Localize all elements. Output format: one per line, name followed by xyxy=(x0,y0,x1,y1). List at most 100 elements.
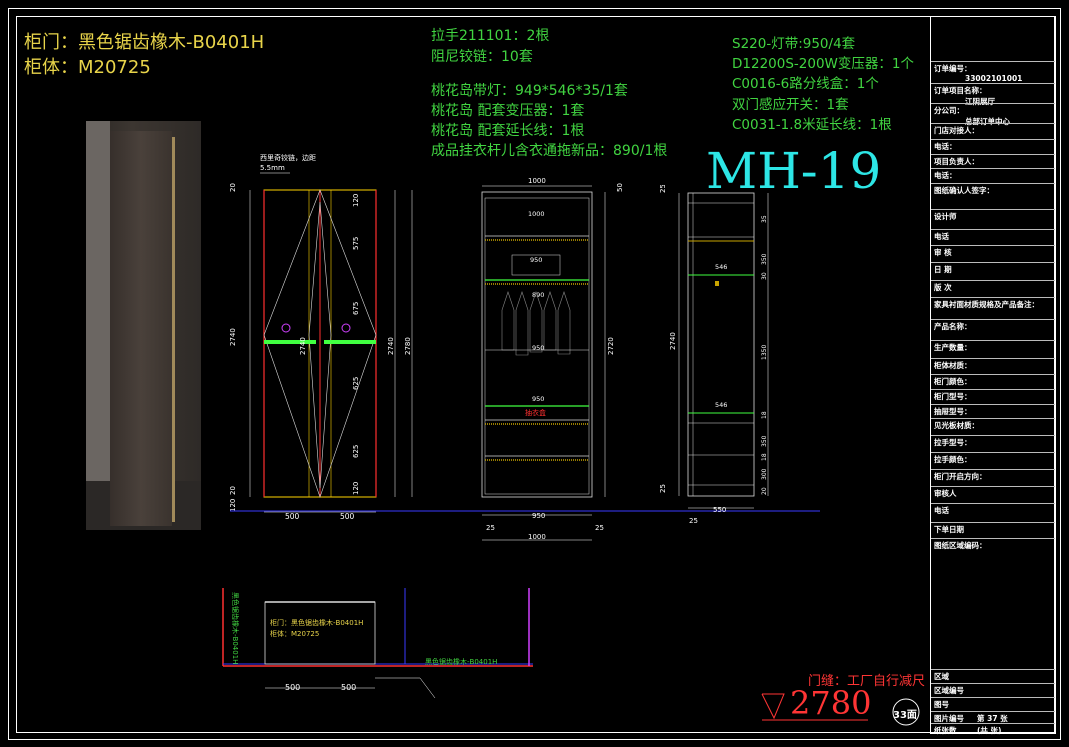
title-row-label: 产品名称： xyxy=(934,322,972,331)
title-row: 分公司：总部订单中心 xyxy=(931,103,1055,126)
title-row: 柜体材质： xyxy=(931,358,1055,373)
page-badge-label: 33面 xyxy=(893,710,917,721)
front-dim-r3: 625 xyxy=(352,377,360,390)
note-light-2: 桃花岛 配套变压器：1套 xyxy=(431,103,585,119)
title-row-label: 订单项目名称： xyxy=(934,86,987,95)
title-row: 柜门型号： xyxy=(931,389,1055,404)
title-bottom-value: 第 37 张 xyxy=(977,714,1008,723)
title-row: 家具衬面材质规格及产品备注： xyxy=(931,297,1055,312)
hinge-dim: 5.5mm xyxy=(260,164,285,172)
title-row-label: 下单日期 xyxy=(934,525,964,534)
title-row: 电话 xyxy=(931,503,1055,518)
plan-body-label: 柜体：M20725 xyxy=(270,629,319,638)
title-row-value: 总部订单中心 xyxy=(965,117,1010,126)
side-w1: 546 xyxy=(715,263,727,271)
title-bottom-row: 纸张数(共 张) xyxy=(931,723,1055,736)
title-row: 电话： xyxy=(931,139,1055,154)
height-code: 2780 xyxy=(790,684,872,722)
inner-w5: 950 xyxy=(532,395,544,403)
plan-bottom-label: 黑色锯齿橡木-B0401H xyxy=(425,657,497,666)
inner-height: 2720 xyxy=(607,337,615,355)
title-row: 日 期 xyxy=(931,262,1055,277)
title-row-value: 33002101001 xyxy=(965,74,1023,83)
model-code: MH-19 xyxy=(706,142,882,200)
title-row-label: 电话 xyxy=(934,232,949,241)
title-row: 电话： xyxy=(931,168,1055,183)
title-row-label: 设计师 xyxy=(934,212,957,221)
height-code-marker xyxy=(761,693,868,721)
title-row: 产品名称： xyxy=(931,319,1055,334)
title-row-label: 电话： xyxy=(934,171,957,180)
inner-top-dim: 1000 xyxy=(528,177,546,185)
note-transformer: D12200S-200W变压器：1个 xyxy=(732,56,914,72)
side-dim-r3: 1350 xyxy=(761,345,768,360)
title-row: 版 次 xyxy=(931,280,1055,295)
title-row: 图纸确认人签字： xyxy=(931,183,1055,198)
front-dim-r4: 625 xyxy=(352,445,360,458)
inner-top-gap: 50 xyxy=(616,183,624,192)
front-dim-bottom: 20 xyxy=(229,486,237,495)
title-row-label: 电话 xyxy=(934,506,949,515)
title-bottom-label: 区域 xyxy=(934,672,949,681)
note-switch: 双门感应开关：1套 xyxy=(732,97,849,113)
front-dim-top: 20 xyxy=(229,183,237,192)
front-dim-center: 2740 xyxy=(299,337,307,355)
title-row: 生产数量： xyxy=(931,340,1055,355)
front-bottom-right: 500 xyxy=(340,512,355,521)
inner-light-label: 抽衣盒 xyxy=(525,408,546,417)
title-bottom-label: 纸张数 xyxy=(934,726,957,735)
title-row: 见光板材质： xyxy=(931,418,1055,433)
title-row: 审核人 xyxy=(931,486,1055,501)
front-dim-r7: 2780 xyxy=(404,337,412,355)
side-dim-r0: 35 xyxy=(761,215,768,223)
title-row: 电话 xyxy=(931,229,1055,244)
title-row: 下单日期 xyxy=(931,522,1055,537)
side-elevation: 546 546 2740 25 25 35 350 30 1350 18 350… xyxy=(659,185,769,525)
title-row-label: 柜门颜色： xyxy=(934,377,972,386)
front-dim-l3: 120 xyxy=(229,499,237,512)
title-row: 门店对接人： xyxy=(931,123,1055,138)
title-row: 图纸区域编码： xyxy=(931,538,1055,553)
hinge-note: 西里奇铰链，边距 xyxy=(260,153,316,162)
front-dim-r0: 120 xyxy=(352,194,360,207)
title-row-label: 图纸确认人签字： xyxy=(934,186,994,195)
body-material-label: 柜体：M20725 xyxy=(24,57,151,78)
title-row: 柜门颜色： xyxy=(931,374,1055,389)
plan-view: 黑色锯齿橡木-B0401H 柜门：黑色锯齿橡木-B0401H 柜体：M20725… xyxy=(222,588,533,699)
side-dim-r6: 18 xyxy=(761,453,768,461)
title-row-label: 拉手颜色： xyxy=(934,455,972,464)
title-row-label: 日 期 xyxy=(934,265,952,274)
title-row: 抽屉型号： xyxy=(931,404,1055,419)
side-dim-r8: 20 xyxy=(761,487,768,495)
inner-w1: 1000 xyxy=(528,210,545,218)
note-light-4: 成品挂衣杆儿含衣通拖新品：890/1根 xyxy=(431,143,668,159)
title-row-label: 版 次 xyxy=(934,283,952,292)
title-row-label: 电话： xyxy=(934,142,957,151)
note-strip: S220-灯带:950/4套 xyxy=(732,36,856,52)
side-dim-l1: 25 xyxy=(659,484,667,493)
side-dim-r1: 350 xyxy=(761,253,768,265)
note-handle: 拉手211101：2根 xyxy=(431,28,550,44)
title-row: 设计师 xyxy=(931,209,1055,224)
title-row-label: 图纸区域编码： xyxy=(934,541,987,550)
title-bottom-row: 区域 xyxy=(931,669,1055,682)
floor-line xyxy=(230,510,820,512)
title-row-label: 家具衬面材质规格及产品备注： xyxy=(934,300,1039,309)
inner-w2: 950 xyxy=(530,256,542,264)
side-bottom-w: 550 xyxy=(713,506,726,514)
title-row-label: 柜门型号： xyxy=(934,392,972,401)
title-bottom-row: 图号 xyxy=(931,697,1055,710)
front-dim-r2: 675 xyxy=(352,302,360,315)
note-hinge: 阻尼铰链：10套 xyxy=(431,49,533,65)
note-light-1: 桃花岛带灯：949*546*35/1套 xyxy=(431,83,628,99)
front-dim-height: 2740 xyxy=(229,328,237,346)
side-dim-r5: 350 xyxy=(761,435,768,447)
note-light-3: 桃花岛 配套延长线：1根 xyxy=(431,123,585,139)
inner-bottom-left: 25 xyxy=(486,524,495,532)
page-badge xyxy=(892,698,920,726)
title-row: 项目负责人： xyxy=(931,154,1055,169)
title-row-label: 拉手型号： xyxy=(934,438,972,447)
title-bottom-label: 图号 xyxy=(934,700,949,709)
